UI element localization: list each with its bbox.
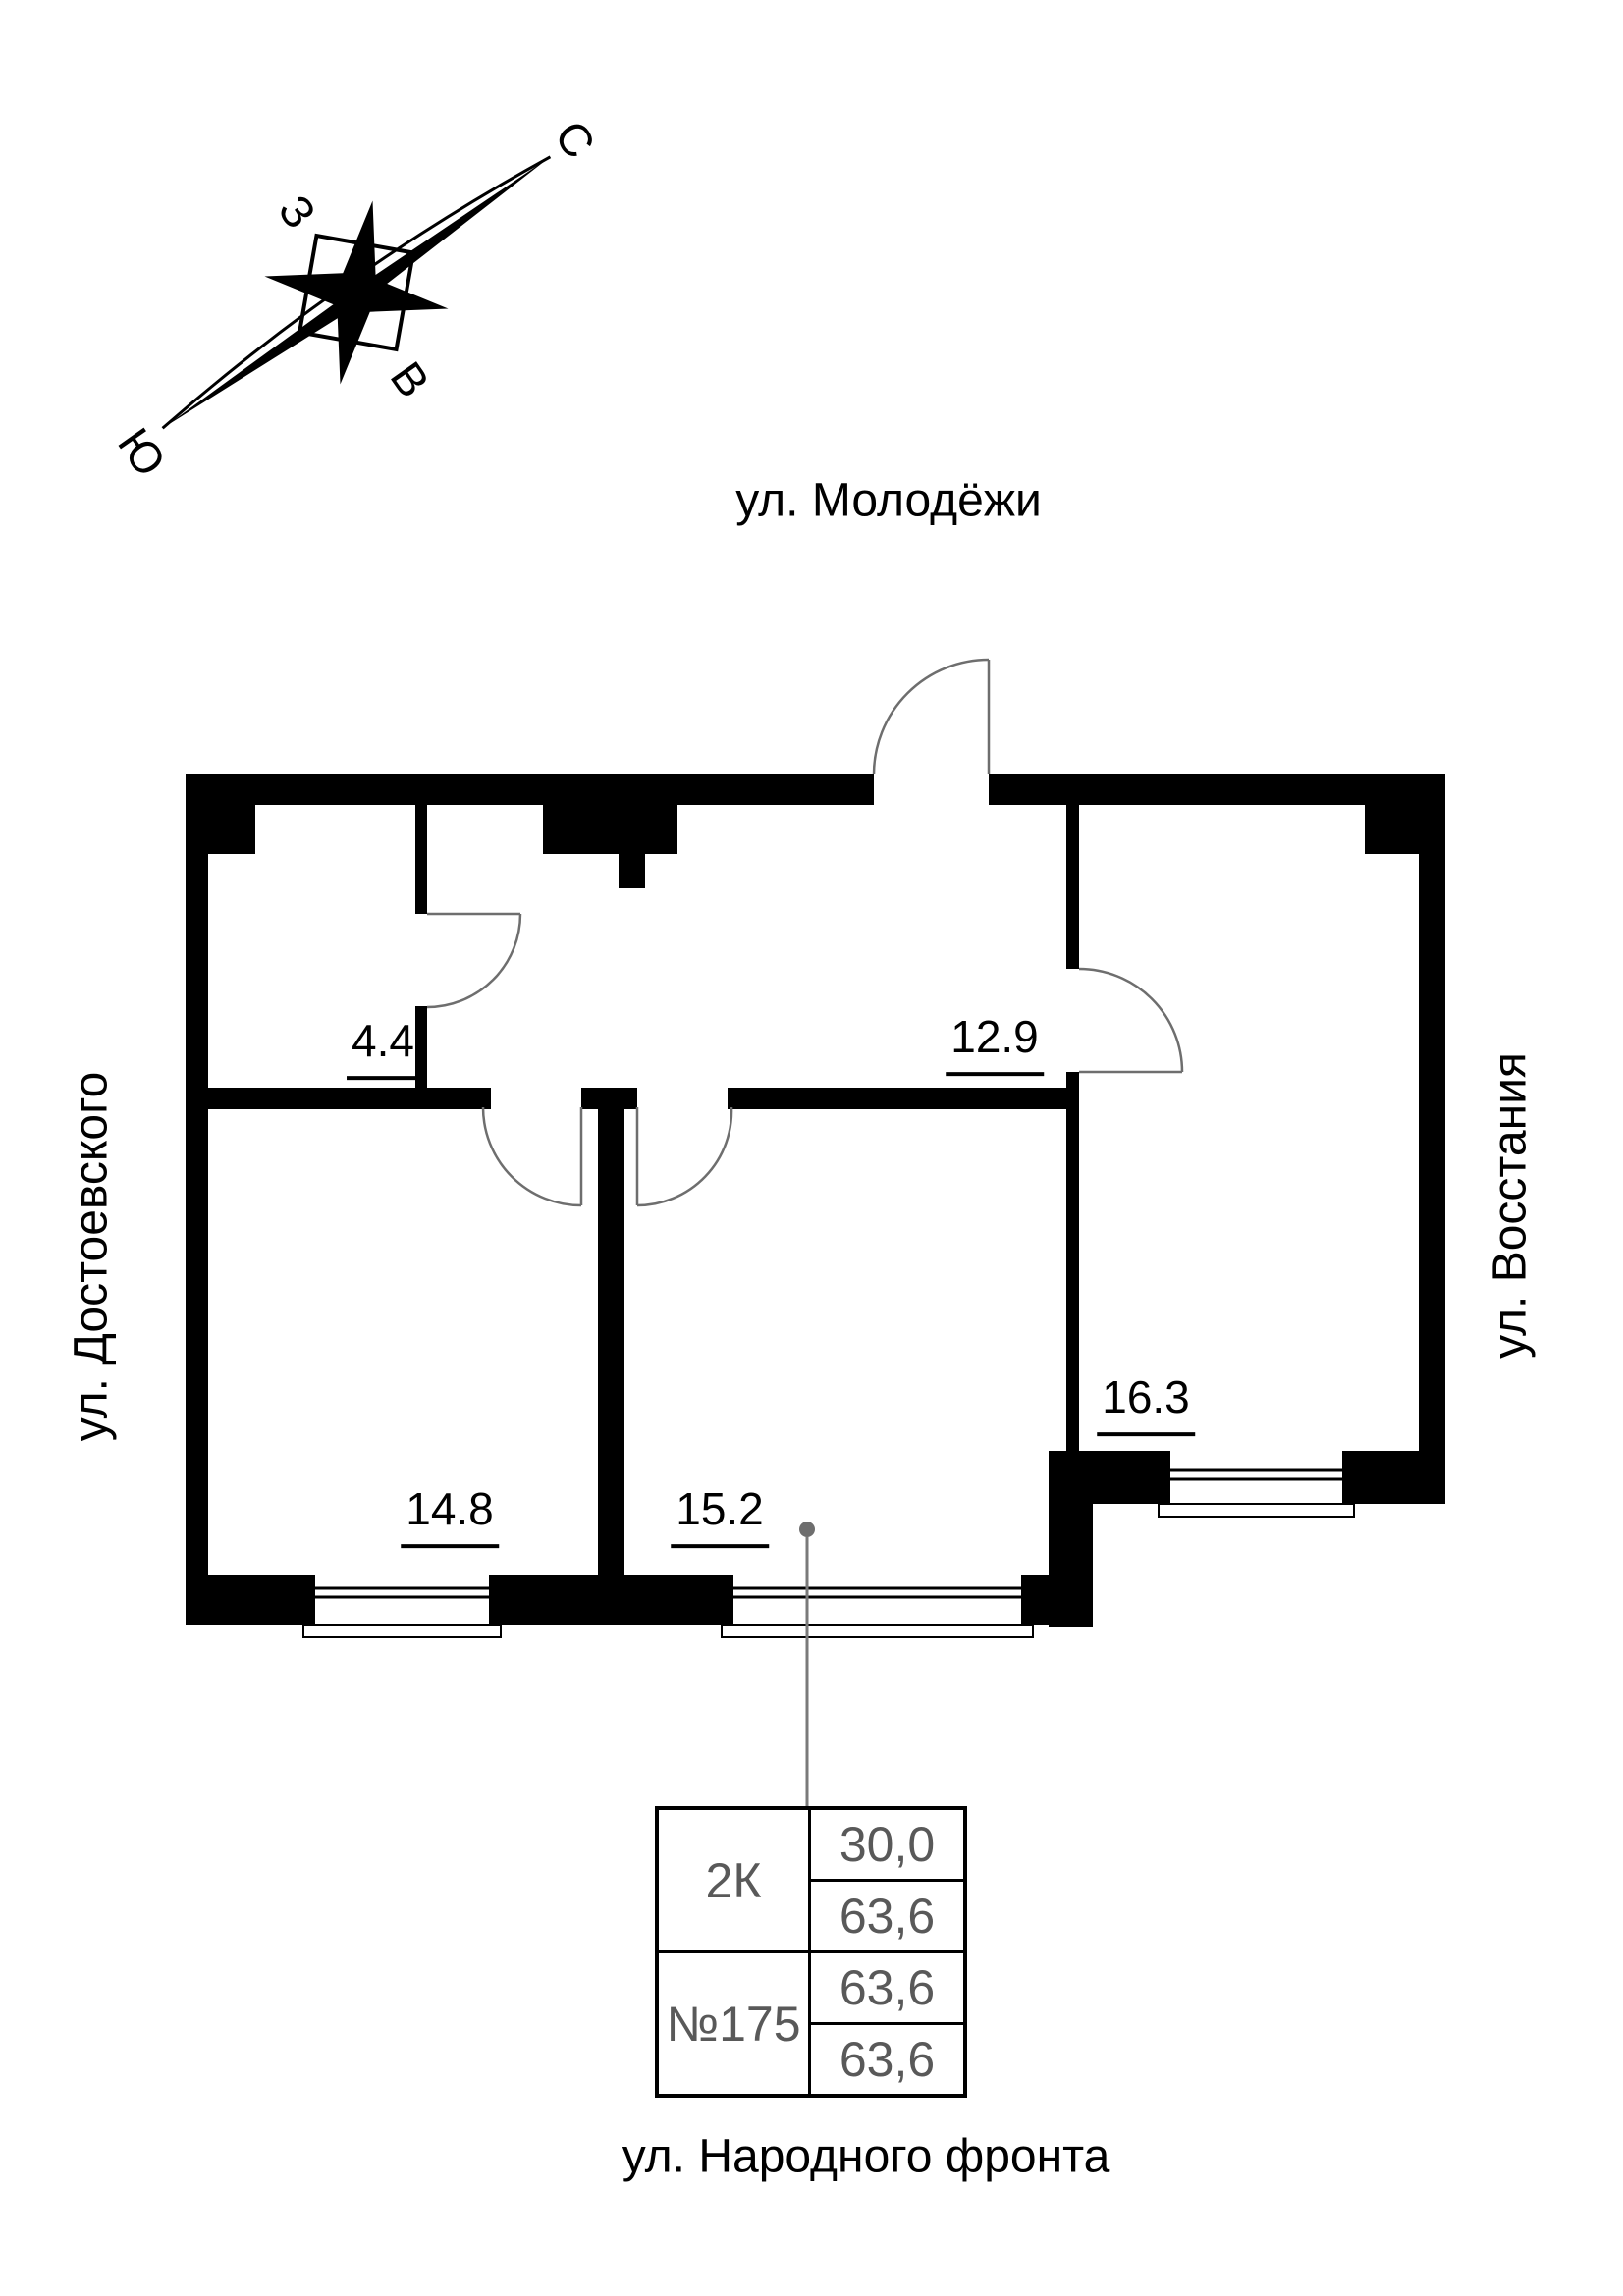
living-area-cell: 30,0 (811, 1810, 963, 1882)
room-area-label-14-8: 14.8 (401, 1482, 499, 1549)
compass-label-east: В (381, 352, 440, 406)
door-room-16-3 (1078, 967, 1184, 1074)
compass-rose: С З В Ю (108, 111, 606, 486)
wall-pier (543, 805, 677, 854)
entry-door (872, 658, 991, 775)
window-room-14-8 (302, 1575, 502, 1638)
street-label-top: ул. Молодёжи (735, 474, 1042, 527)
wall-segment (415, 805, 427, 914)
window-room-15-2 (721, 1575, 1034, 1638)
room-area-label-15-2: 15.2 (671, 1482, 769, 1549)
wall-segment (186, 805, 208, 1625)
wall-segment (598, 1109, 624, 1575)
apartment-info-table: 2К №175 30,0 63,6 63,6 63,6 (655, 1806, 967, 2098)
wall-segment (1419, 805, 1445, 1504)
area-cell-row4: 63,6 (839, 2032, 936, 2087)
room-area-label-4-4: 4.4 (347, 1014, 419, 1081)
door-room-4-4 (426, 912, 522, 1009)
wall-segment (415, 1006, 427, 1088)
wall-segment (186, 774, 874, 805)
wall-segment (186, 1088, 491, 1109)
windows (302, 1451, 1355, 1638)
total-area-cell: 63,6 (811, 1882, 963, 1953)
wall-pier (619, 854, 645, 888)
info-table-right-column: 30,0 63,6 63,6 63,6 (811, 1810, 963, 2094)
doors (426, 658, 1184, 1207)
wall-segment (728, 1088, 1066, 1109)
compass-label-north: С (545, 111, 606, 167)
wall-segment (989, 774, 1445, 805)
leader-line (799, 1522, 815, 1806)
room-area-label-16-3: 16.3 (1097, 1370, 1195, 1437)
door-room-15-2 (635, 1106, 733, 1207)
wall-pier (208, 805, 255, 854)
compass-needle-line (161, 155, 552, 430)
wall-segment (1066, 805, 1079, 969)
wall-segment (1066, 1072, 1079, 1451)
wall-segment (581, 1088, 637, 1109)
compass-needle (162, 156, 551, 429)
window-room-16-3 (1158, 1451, 1355, 1518)
street-label-right: ул. Восстания (1484, 1052, 1537, 1359)
leader-dot (799, 1522, 815, 1537)
compass-label-south: Ю (108, 419, 176, 486)
area-cell-row3: 63,6 (811, 1953, 963, 2025)
wall-pier (1365, 805, 1419, 854)
street-label-bottom: ул. Народного фронта (622, 2130, 1110, 2183)
room-area-label-12-9: 12.9 (946, 1010, 1044, 1077)
compass-label-west: З (269, 186, 327, 238)
info-table-left-column: 2К №175 (659, 1810, 811, 2094)
apartment-number-cell: №175 (666, 1996, 801, 2052)
door-room-14-8 (481, 1106, 583, 1207)
apartment-type-cell: 2К (659, 1810, 808, 1953)
street-label-left: ул. Достоевского (65, 1071, 118, 1442)
